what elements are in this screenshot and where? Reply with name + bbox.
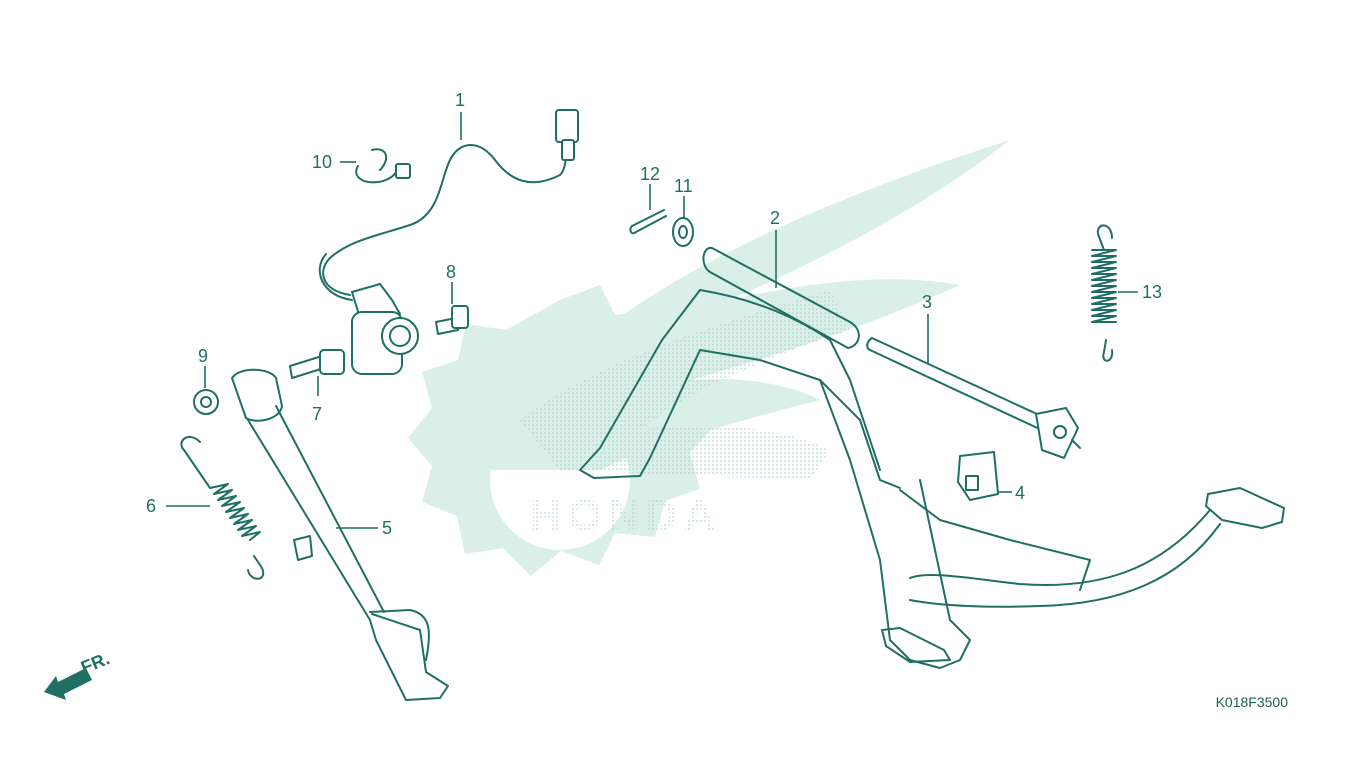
leader-lines [166,112,1138,529]
part-4-stopper [957,451,999,501]
part-8-bolt [435,305,469,335]
part-1-stand-switch [318,109,579,375]
part-9-nut [193,389,219,415]
callout-3: 3 [922,292,932,312]
part-5-side-stand [231,368,449,701]
part-13-spring [1091,224,1117,362]
callout-2: 2 [770,208,780,228]
callout-4: 4 [1015,483,1025,503]
part-6-spring [180,436,265,580]
callout-11: 11 [674,176,693,196]
part-12-cotter-pin [629,209,667,235]
part-10-clip-band [355,148,411,184]
part-2-main-stand [579,246,1285,669]
callout-12: 12 [640,164,660,184]
callout-8: 8 [446,262,456,282]
part-7-pivot-bolt [289,349,345,379]
callout-9: 9 [198,346,208,366]
callout-7: 7 [312,404,322,424]
callout-1: 1 [455,90,465,110]
watermark-text: HONDA [530,491,721,540]
part-11-washer [672,217,694,247]
part-3-shaft [866,337,1081,459]
callout-13: 13 [1142,282,1162,302]
callout-5: 5 [382,518,392,538]
callout-labels: 1 2 3 4 5 6 7 8 9 10 11 12 13 [146,90,1162,538]
honda-watermark: HONDA [408,140,1010,576]
callout-6: 6 [146,496,156,516]
front-direction-arrow: FR. [44,648,112,700]
direction-label: FR. [78,648,112,677]
callout-10: 10 [312,152,332,172]
diagram-code: K018F3500 [1215,694,1288,710]
